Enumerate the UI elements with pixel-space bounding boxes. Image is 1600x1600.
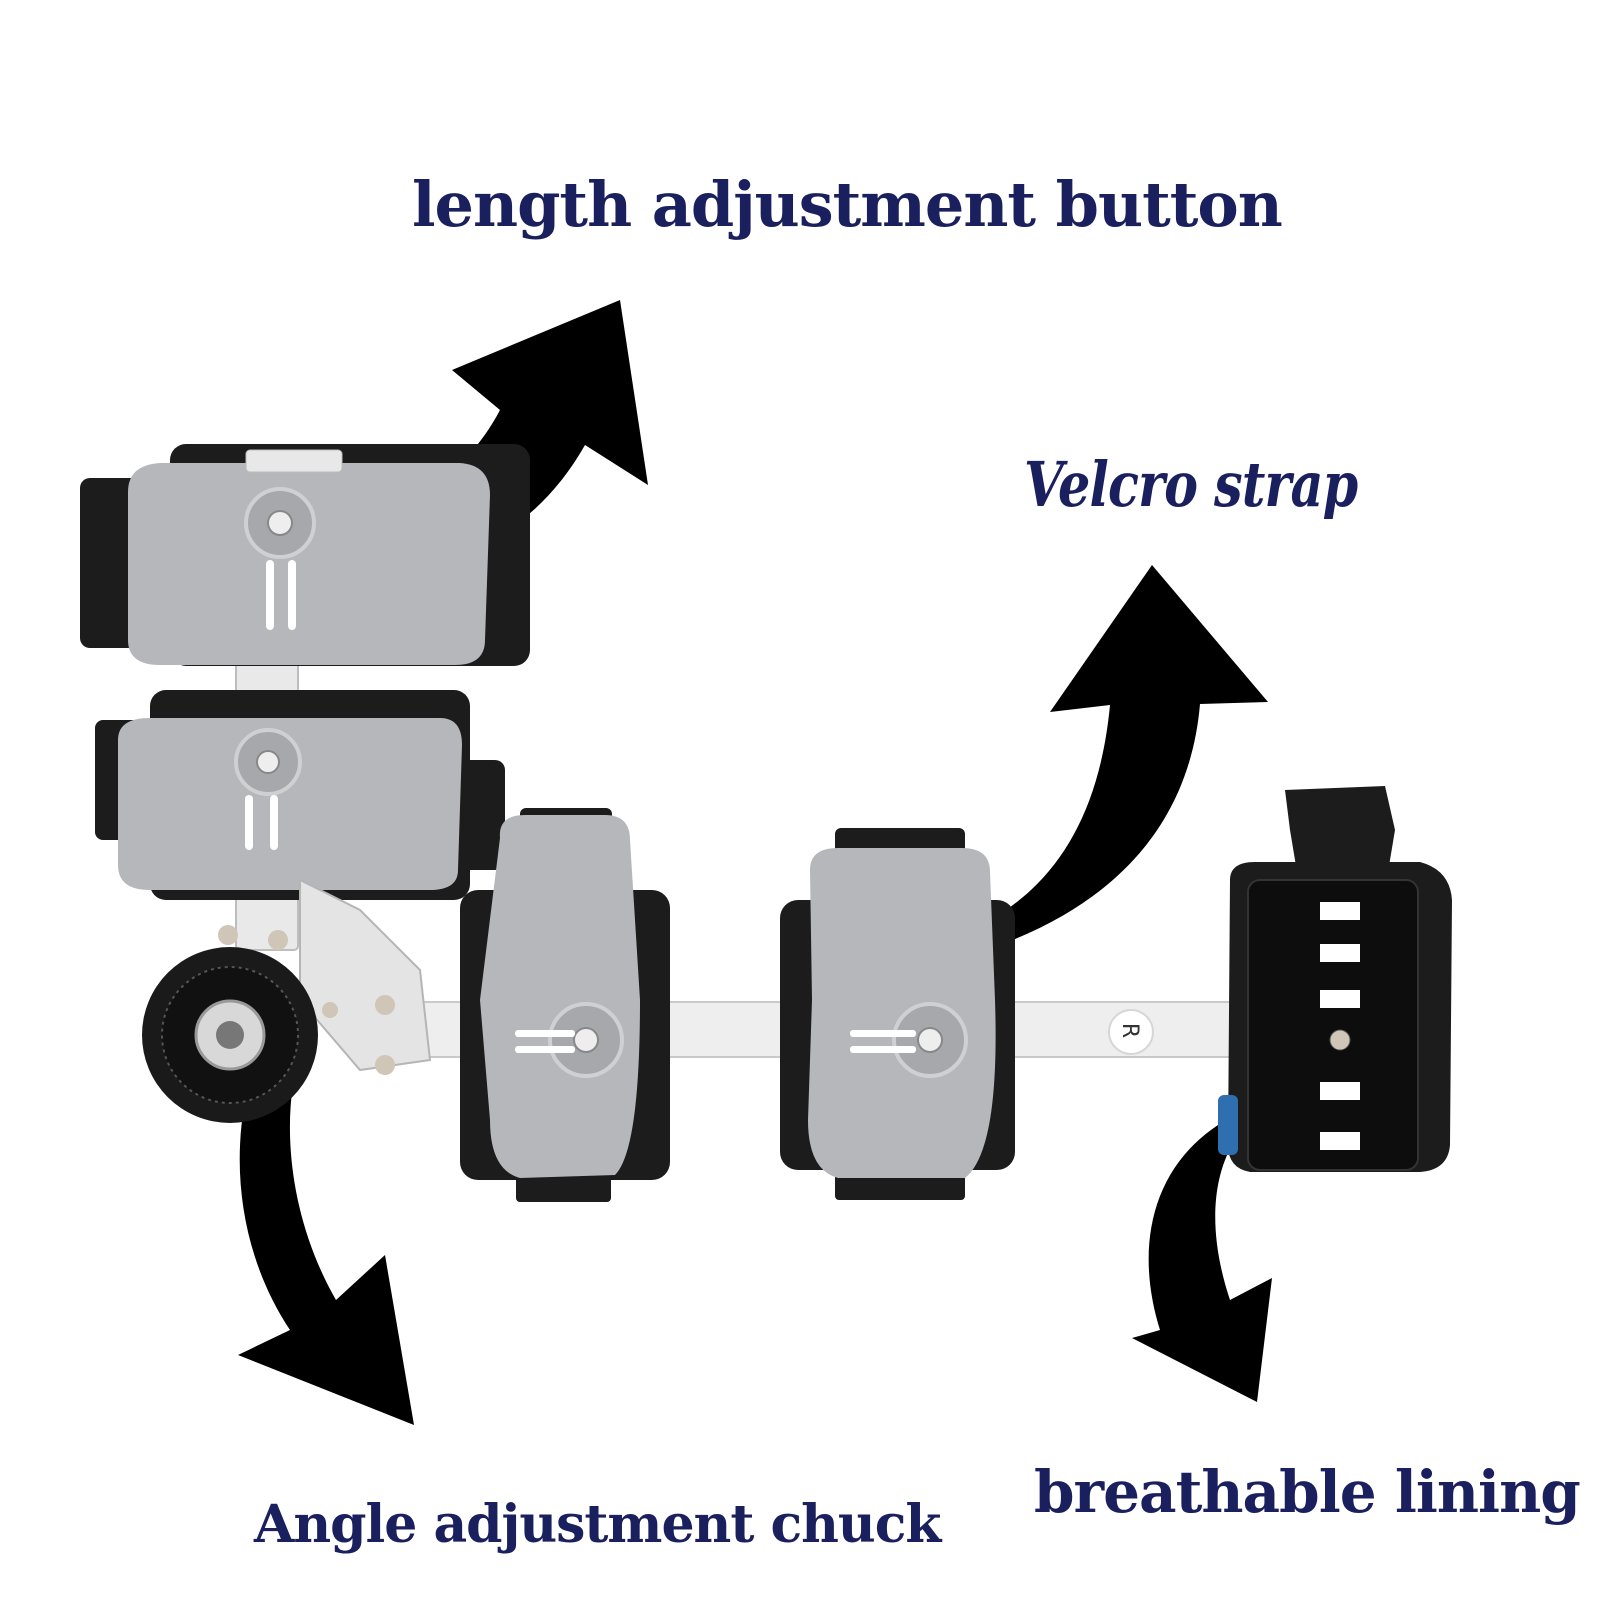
label-angle-adjustment: Angle adjustment chuck (254, 1494, 941, 1555)
label-length-adjustment: length adjustment button (412, 168, 1283, 241)
angle-chuck (142, 878, 432, 1123)
arrow-breathable-lining (1132, 1125, 1272, 1402)
hinge-marker-text: R (1117, 1022, 1143, 1039)
hinge-marker-badge (1108, 1009, 1154, 1055)
upper-cuff-top (80, 444, 530, 666)
ankle-plate (1218, 786, 1452, 1172)
arrow-angle-adjustment (238, 1030, 414, 1425)
lining-accent (1218, 1095, 1238, 1155)
calf-cuff-2 (780, 828, 1015, 1200)
upper-cuff-bottom (95, 690, 505, 900)
calf-cuff-1 (460, 808, 670, 1202)
arrow-length-adjustment (290, 300, 648, 577)
arrow-velcro-strap (990, 565, 1268, 945)
label-breathable-lining: breathable lining (1034, 1458, 1581, 1526)
label-velcro-strap: Velcro strap (1024, 448, 1358, 521)
